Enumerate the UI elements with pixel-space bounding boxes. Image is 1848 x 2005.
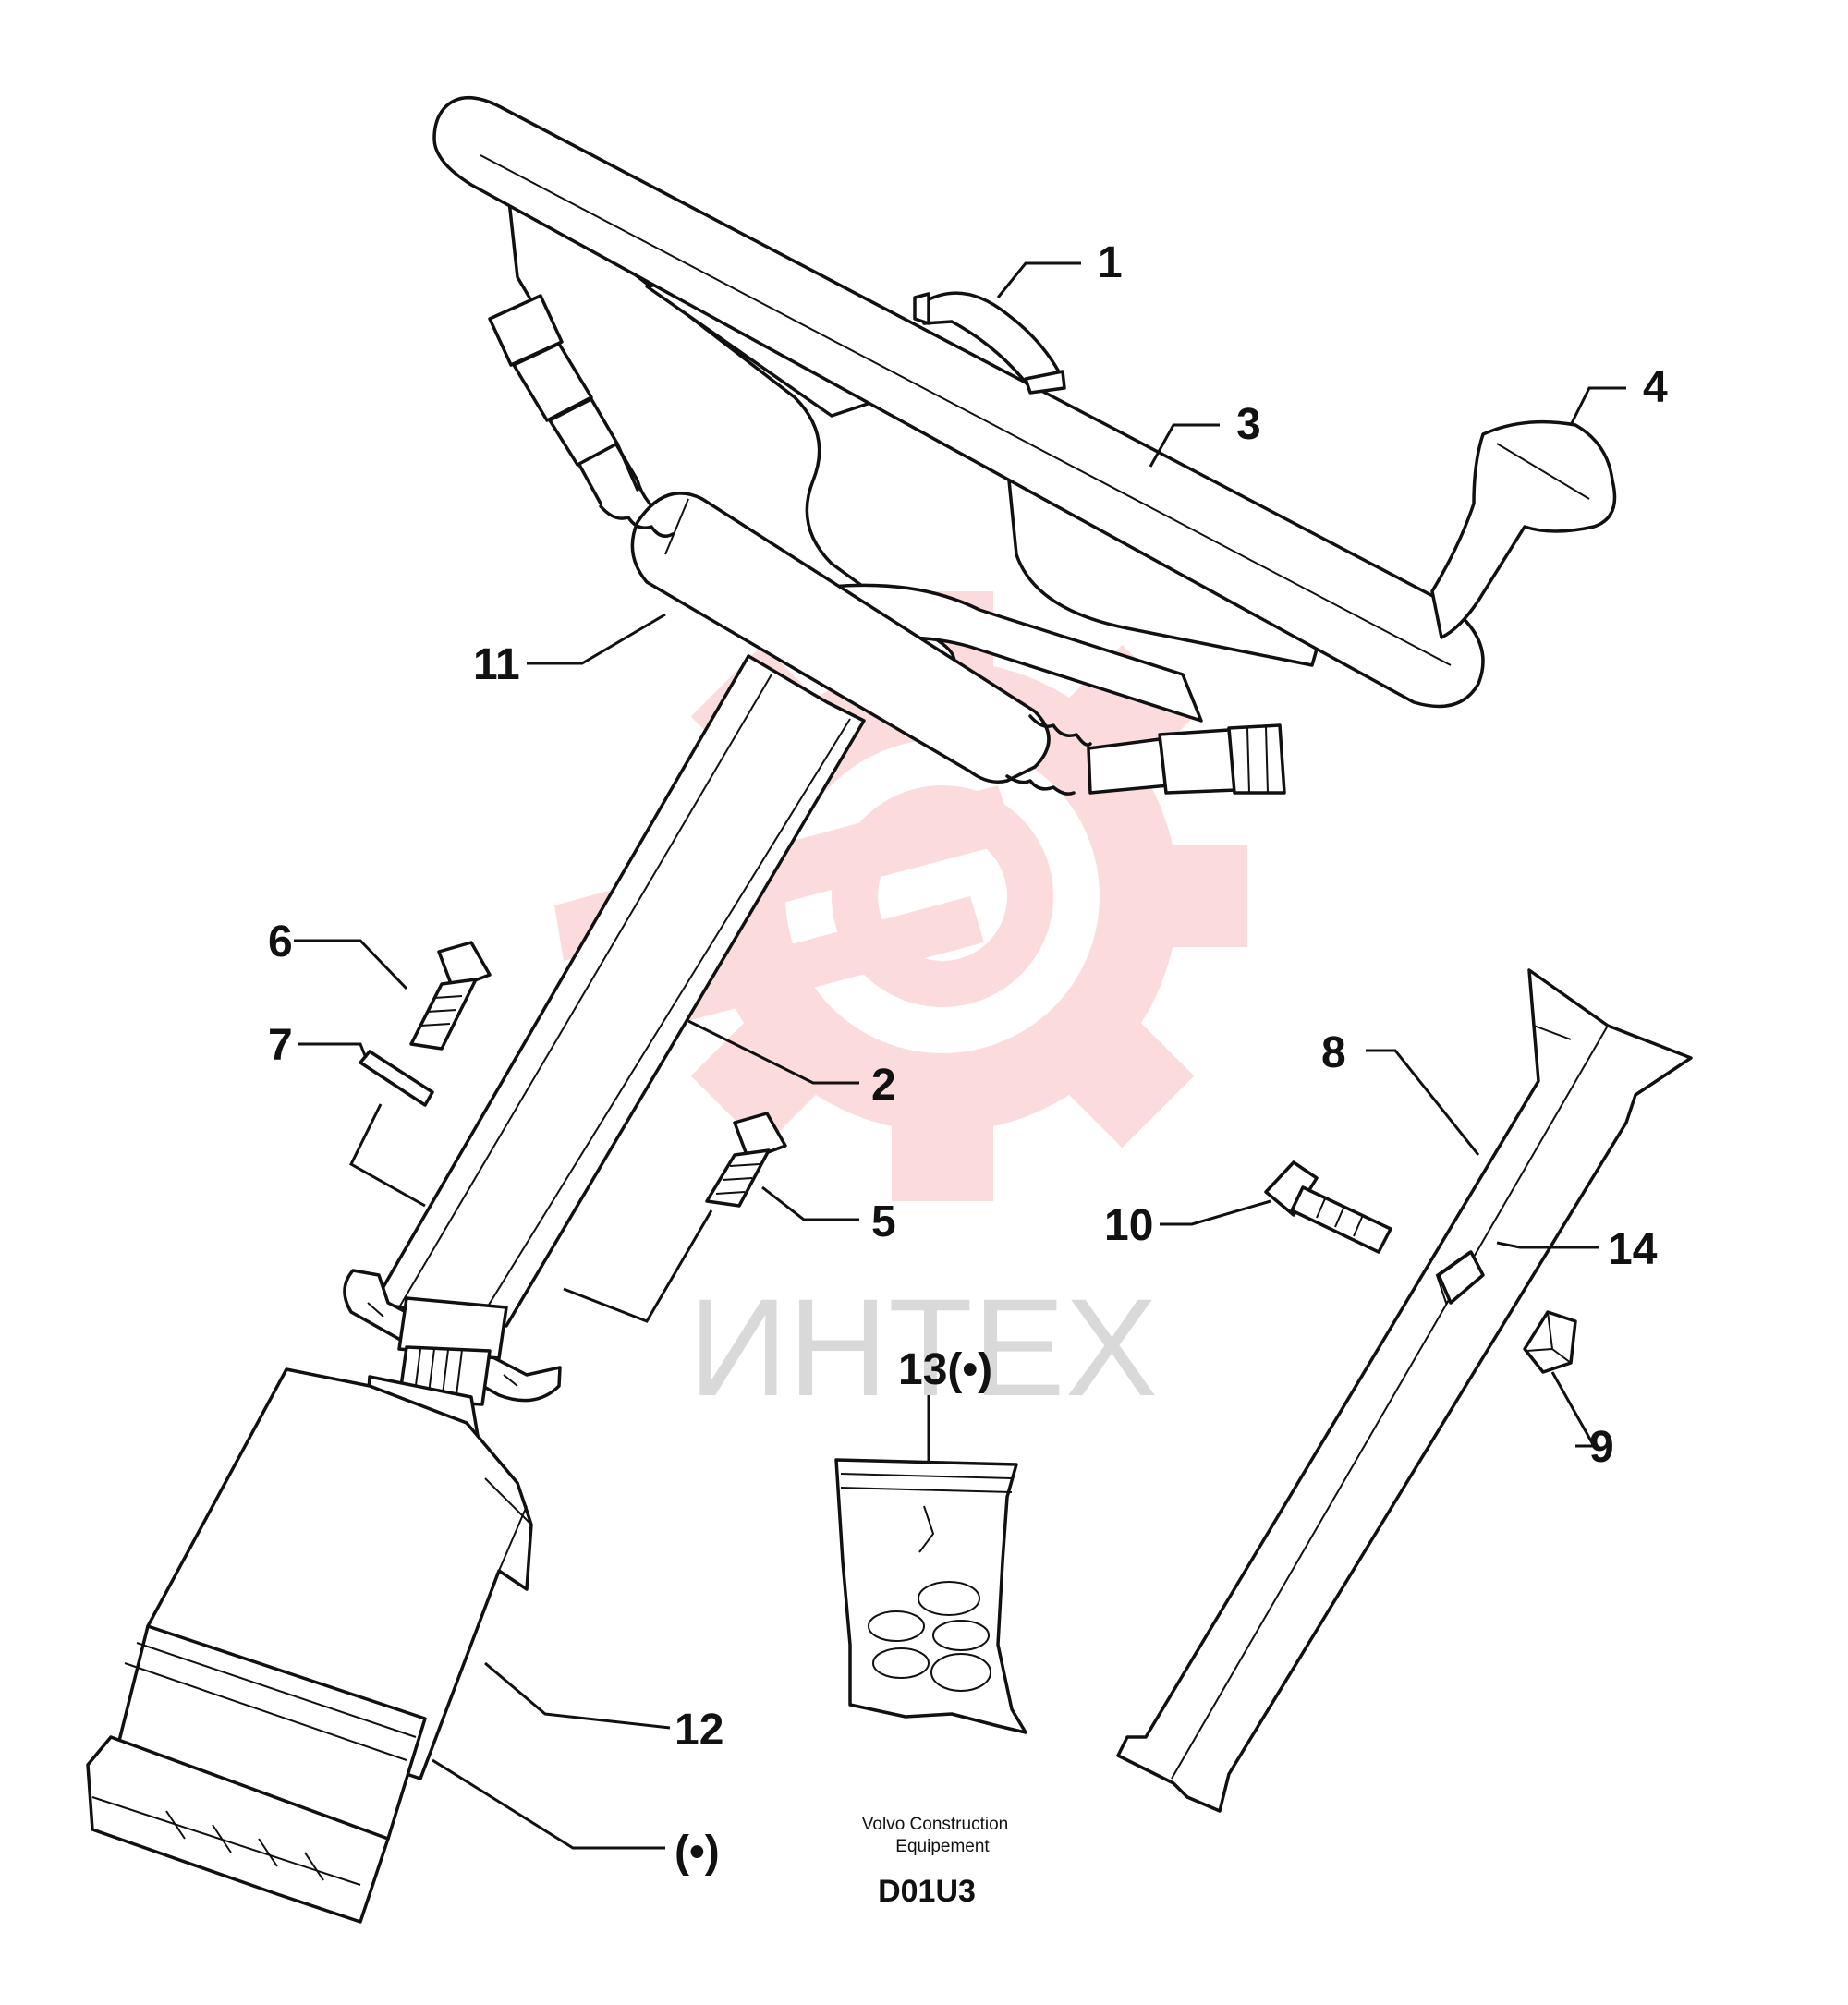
- spinner-knob: [1430, 419, 1617, 639]
- callout-1: 1: [1098, 238, 1123, 287]
- watermark-text: ИНТЕХ: [688, 1270, 1158, 1425]
- caption-line2: Equipement: [895, 1837, 990, 1856]
- callout-12: 12: [675, 1706, 723, 1755]
- nut-9: [1523, 1310, 1577, 1374]
- callout-dot: (•): [675, 1828, 720, 1877]
- drawing-code: D01U3: [878, 1874, 976, 1909]
- bolt-5: [705, 1112, 787, 1208]
- callout-6: 6: [268, 917, 293, 966]
- steering-valve-unit: [86, 1367, 533, 1924]
- callout-8: 8: [1321, 1028, 1346, 1077]
- callout-14: 14: [1608, 1225, 1658, 1274]
- leader-lines: [294, 261, 1626, 1850]
- callout-2: 2: [871, 1061, 896, 1110]
- callout-7: 7: [268, 1021, 293, 1070]
- callout-11: 11: [473, 640, 520, 689]
- combination-switch: [488, 294, 1286, 796]
- callout-5: 5: [871, 1197, 896, 1246]
- hardware-kit-bag: [834, 1458, 1027, 1734]
- caption-line1: Volvo Construction: [862, 1815, 1008, 1834]
- column-cover: [1116, 968, 1693, 1813]
- bolt-10: [1264, 1160, 1392, 1254]
- shim-7: [359, 1050, 434, 1107]
- callout-4: 4: [1643, 363, 1668, 412]
- horn-cap: [913, 291, 1066, 395]
- callout-13: 13(•): [898, 1345, 992, 1394]
- callout-9: 9: [1589, 1423, 1614, 1472]
- bolt-6: [409, 941, 492, 1051]
- callout-3: 3: [1236, 400, 1261, 449]
- steering-wheel: [432, 95, 1485, 723]
- callout-10: 10: [1104, 1201, 1153, 1250]
